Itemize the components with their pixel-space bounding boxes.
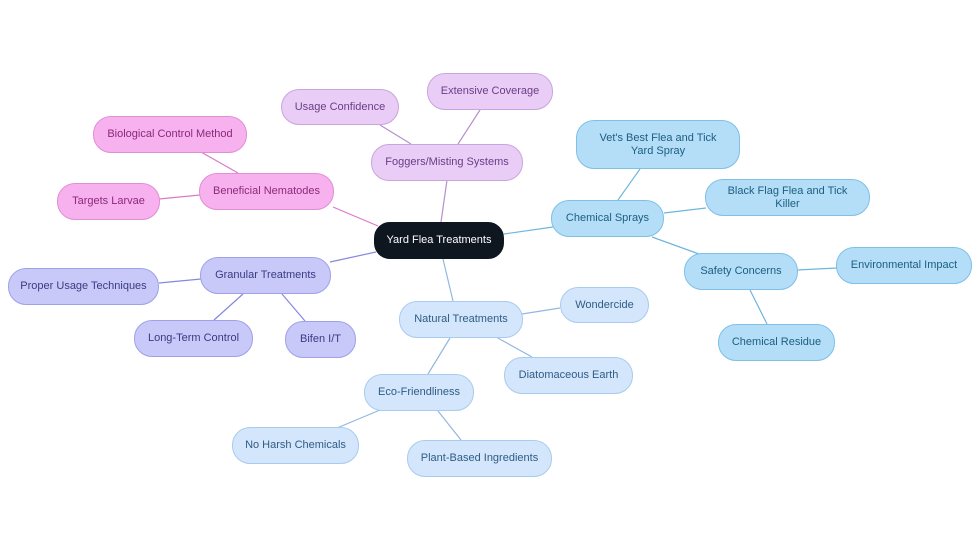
edge-granular-bifen: [281, 293, 306, 322]
edge-root-foggers: [440, 179, 448, 223]
node-no-harsh-chemicals[interactable]: No Harsh Chemicals: [232, 427, 359, 464]
edge-natural-diatomaceous: [495, 336, 533, 358]
edge-granular-longterm: [213, 293, 244, 321]
node-safety-concerns[interactable]: Safety Concerns: [684, 253, 798, 290]
node-chemical-residue[interactable]: Chemical Residue: [718, 324, 835, 361]
node-plant-based-ingredients[interactable]: Plant-Based Ingredients: [407, 440, 552, 477]
edge-chemical-safety: [651, 236, 700, 255]
node-environmental-impact[interactable]: Environmental Impact: [836, 247, 972, 284]
edge-natural-wondercide: [521, 307, 561, 315]
node-biological-control-method[interactable]: Biological Control Method: [93, 116, 247, 153]
edge-natural-eco: [427, 337, 451, 375]
edge-foggers-coverage: [457, 109, 481, 145]
node-usage-confidence[interactable]: Usage Confidence: [281, 89, 399, 125]
edge-safety-env: [796, 267, 838, 271]
edge-chemical-vets: [617, 168, 641, 201]
edge-eco-noharsh: [336, 409, 381, 429]
node-proper-usage-techniques[interactable]: Proper Usage Techniques: [8, 268, 159, 305]
edge-root-chemical: [503, 226, 554, 235]
edge-nematodes-larvae: [158, 194, 201, 200]
node-vets-best-spray[interactable]: Vet's Best Flea and Tick Yard Spray: [576, 120, 740, 169]
edge-granular-proper: [158, 278, 202, 284]
node-beneficial-nematodes[interactable]: Beneficial Nematodes: [199, 173, 334, 210]
node-foggers-misting-systems[interactable]: Foggers/Misting Systems: [371, 144, 523, 181]
node-long-term-control[interactable]: Long-Term Control: [134, 320, 253, 357]
edge-nematodes-bio: [200, 151, 239, 174]
node-black-flag-killer[interactable]: Black Flag Flea and Tick Killer: [705, 179, 870, 216]
edge-eco-plant: [437, 410, 462, 441]
edge-root-nematodes: [332, 206, 379, 227]
node-bifen-it[interactable]: Bifen I/T: [285, 321, 356, 358]
root-node[interactable]: Yard Flea Treatments: [374, 222, 504, 259]
node-diatomaceous-earth[interactable]: Diatomaceous Earth: [504, 357, 633, 394]
node-extensive-coverage[interactable]: Extensive Coverage: [427, 73, 553, 110]
node-wondercide[interactable]: Wondercide: [560, 287, 649, 323]
node-natural-treatments[interactable]: Natural Treatments: [399, 301, 523, 338]
edge-chemical-blackflag: [663, 207, 707, 214]
node-targets-larvae[interactable]: Targets Larvae: [57, 183, 160, 220]
node-eco-friendliness[interactable]: Eco-Friendliness: [364, 374, 474, 411]
edge-root-natural: [442, 258, 454, 302]
node-chemical-sprays[interactable]: Chemical Sprays: [551, 200, 664, 237]
edge-root-granular: [329, 251, 377, 263]
edge-safety-residue: [749, 289, 768, 325]
node-granular-treatments[interactable]: Granular Treatments: [200, 257, 331, 294]
edge-foggers-usage: [379, 124, 412, 145]
